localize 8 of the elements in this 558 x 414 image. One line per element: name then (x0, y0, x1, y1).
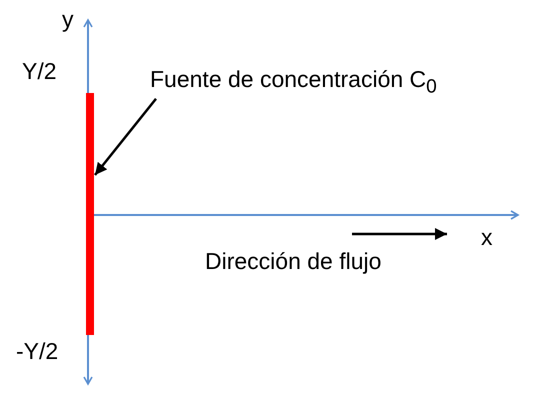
axis-label: y (62, 8, 74, 31)
axis-label: x (481, 226, 492, 249)
leader-line (94, 98, 157, 176)
source-label: Fuente de concentración C$_{0}$ (150, 68, 437, 97)
source-bar (86, 93, 94, 335)
tick-label: Y/2 (22, 60, 57, 83)
tick-label: -Y/2 (16, 340, 58, 363)
flow-direction-label: Dirección de flujo (205, 250, 382, 273)
